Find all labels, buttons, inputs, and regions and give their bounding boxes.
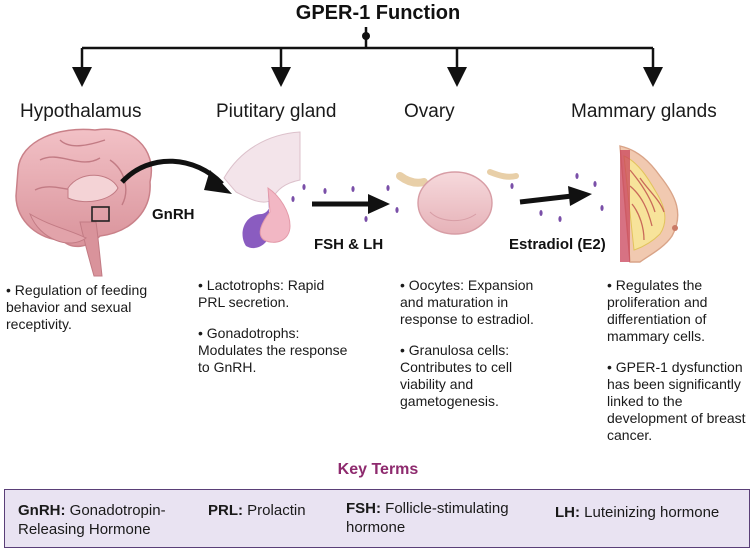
diagram-title: GPER-1 Function: [295, 2, 461, 24]
pituitary-gland-illustration: [223, 131, 301, 249]
key-term-fsh: FSH: Follicle-stimulating hormone: [346, 499, 546, 537]
particle-cluster-1: [291, 184, 399, 222]
key-term-label: GnRH:: [18, 502, 66, 519]
key-terms-box: GnRH: Gonadotropin-Releasing Hormone PRL…: [4, 489, 750, 548]
description-hypothalamus: • Regulation of feeding behavior and sex…: [6, 282, 166, 347]
key-term-label: PRL:: [208, 502, 243, 519]
description-item: • GPER-1 dysfunction has been significan…: [607, 359, 746, 443]
hormone-label-gnrh: GnRH: [152, 206, 195, 223]
estradiol-arrow: [519, 193, 573, 205]
description-item: • Granulosa cells: Contributes to cell v…: [400, 342, 513, 409]
description-item: • Gonadotrophs: Modulates the response t…: [198, 325, 348, 375]
hormone-label-estradiol: Estradiol (E2): [509, 236, 606, 253]
hormone-label-fsh-lh: FSH & LH: [314, 236, 384, 253]
description-item: • Regulation of feeding behavior and sex…: [6, 282, 148, 332]
organ-label-pituitary: Piutitary gland: [216, 101, 337, 122]
description-pituitary: • Lactotrophs: Rapid PRL secretion. • Go…: [198, 277, 348, 390]
connector-node: [362, 32, 370, 40]
organ-label-mammary: Mammary glands: [571, 101, 717, 122]
key-term-gnrh: GnRH: Gonadotropin-Releasing Hormone: [18, 501, 193, 539]
description-mammary: • Regulates the proliferation and differ…: [607, 277, 752, 458]
organ-label-ovary: Ovary: [404, 101, 455, 122]
breast-illustration: [619, 145, 679, 263]
ovary-illustration: [396, 169, 519, 235]
key-term-label: LH:: [555, 504, 580, 521]
key-term-lh: LH: Luteinizing hormone: [555, 503, 750, 522]
organ-label-hypothalamus: Hypothalamus: [20, 101, 142, 122]
description-ovary: • Oocytes: Expansion and maturation in r…: [400, 277, 560, 424]
key-term-definition: Follicle-stimulating hormone: [346, 500, 509, 536]
key-term-label: FSH:: [346, 500, 381, 517]
key-term-prl: PRL: Prolactin: [208, 501, 338, 520]
description-item: • Oocytes: Expansion and maturation in r…: [400, 277, 534, 327]
description-item: • Regulates the proliferation and differ…: [607, 277, 708, 344]
description-item: • Lactotrophs: Rapid PRL secretion.: [198, 277, 325, 310]
particle-cluster-2: [510, 173, 604, 222]
key-terms-title: Key Terms: [337, 461, 419, 478]
key-term-definition: Prolactin: [247, 502, 306, 519]
brain-illustration: [15, 128, 153, 277]
key-term-definition: Luteinizing hormone: [584, 504, 720, 521]
key-term-definition: Gonadotropin-Releasing Hormone: [18, 502, 166, 538]
